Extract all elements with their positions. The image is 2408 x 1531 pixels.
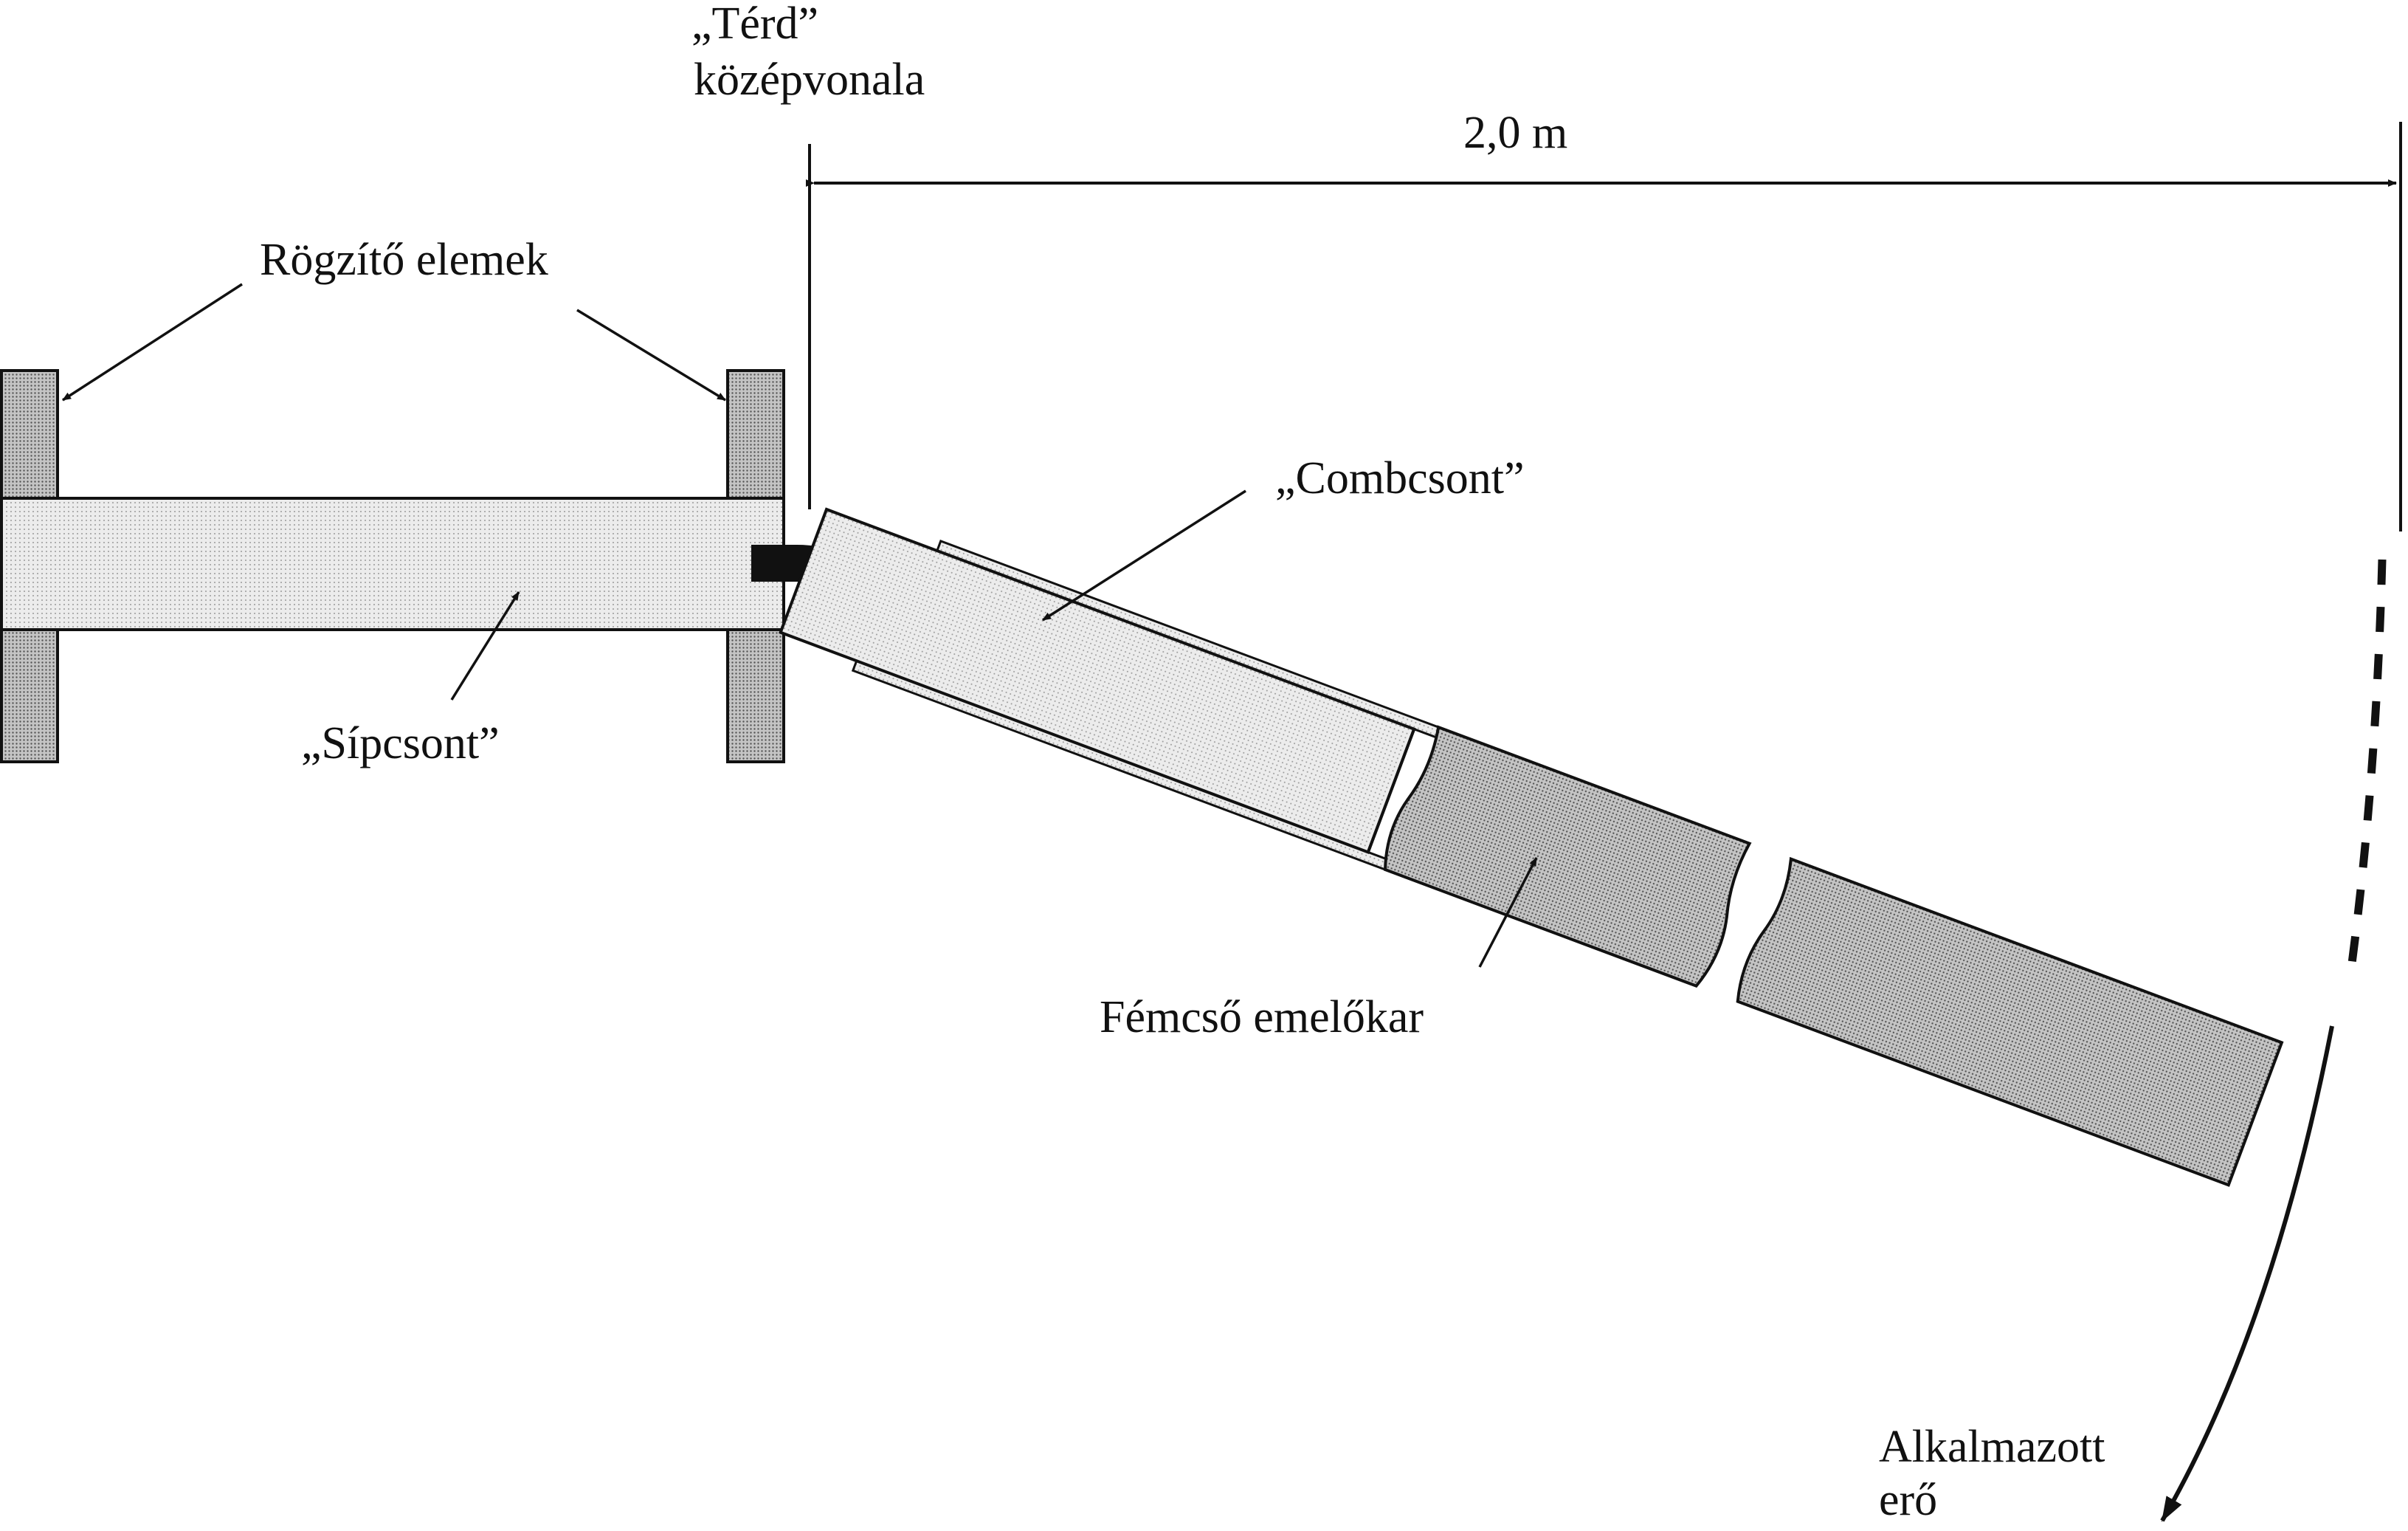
tibia-bar — [0, 497, 785, 631]
femur-end-line — [1366, 728, 1416, 853]
lever-tube-segment-2 — [1736, 856, 2284, 1187]
tibia-label: „Sípcsont” — [301, 718, 500, 768]
knee-centerline-label-line2: középvonala — [694, 55, 925, 105]
tibia-leader — [450, 591, 520, 701]
applied-force-label-line2: erő — [1879, 1475, 1937, 1525]
swing-path-arc — [2346, 559, 2387, 975]
distance-label: 2,0 m — [1463, 108, 1567, 158]
knee-centerline-label-line1: „Térd” — [691, 0, 818, 49]
applied-force-label-line1: Alkalmazott — [1879, 1422, 2105, 1472]
applied-force-arrow — [2160, 1025, 2334, 1522]
lever-tube-segment-1 — [1383, 725, 1752, 988]
femur-bar — [779, 507, 1416, 854]
femur-leader — [1042, 489, 1246, 622]
fixing-left-leader — [62, 283, 243, 402]
lever-leader — [1478, 857, 1538, 968]
lever-label: Fémcső emelőkar — [1100, 992, 1424, 1042]
lever-assembly — [779, 507, 2284, 1187]
femur-label: „Combcsont” — [1275, 453, 1525, 503]
fixing-elements-label: Rögzítő elemek — [260, 235, 548, 285]
fixing-right-leader — [576, 309, 726, 402]
